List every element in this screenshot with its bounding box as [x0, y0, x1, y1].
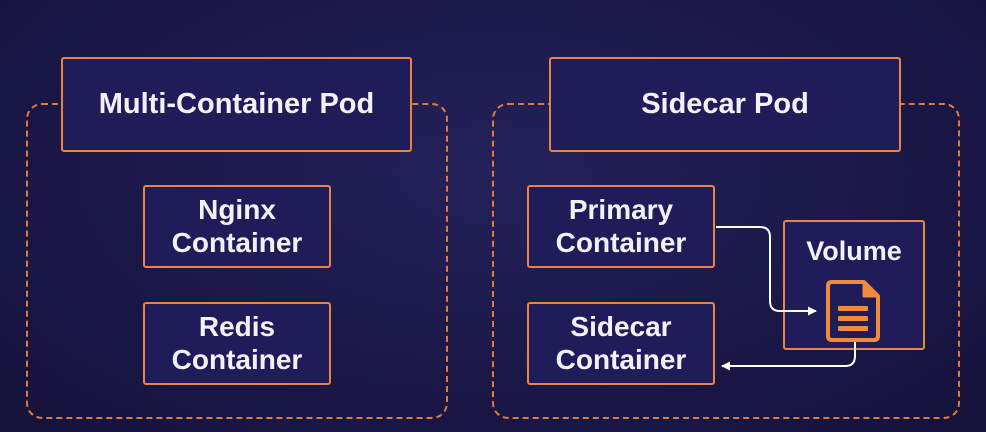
primary-to-volume-arrow — [716, 226, 817, 316]
sidecar-pod-title-text: Sidecar Pod — [641, 87, 809, 120]
redis-container-line1: Redis — [198, 311, 276, 343]
nginx-container-line2: Container — [171, 226, 303, 258]
redis-container-line2: Container — [171, 343, 303, 375]
nginx-container-box: Nginx Container — [143, 185, 331, 268]
primary-container-line1: Primary — [568, 194, 674, 226]
redis-container-box: Redis Container — [143, 302, 331, 385]
primary-container-line2: Container — [555, 226, 687, 258]
volume-label: Volume — [806, 236, 902, 266]
sidecar-container-line1: Sidecar — [570, 311, 672, 343]
document-icon — [826, 280, 880, 342]
multi-container-pod-title: Multi-Container Pod — [61, 57, 412, 152]
primary-container-box: Primary Container — [527, 185, 715, 268]
sidecar-container-box: Sidecar Container — [527, 302, 715, 385]
sidecar-pod-title: Sidecar Pod — [549, 57, 901, 152]
multi-container-pod-title-text: Multi-Container Pod — [98, 87, 375, 120]
nginx-container-line1: Nginx — [198, 194, 276, 226]
volume-to-sidecar-arrow — [721, 338, 856, 371]
sidecar-container-line2: Container — [555, 343, 687, 375]
